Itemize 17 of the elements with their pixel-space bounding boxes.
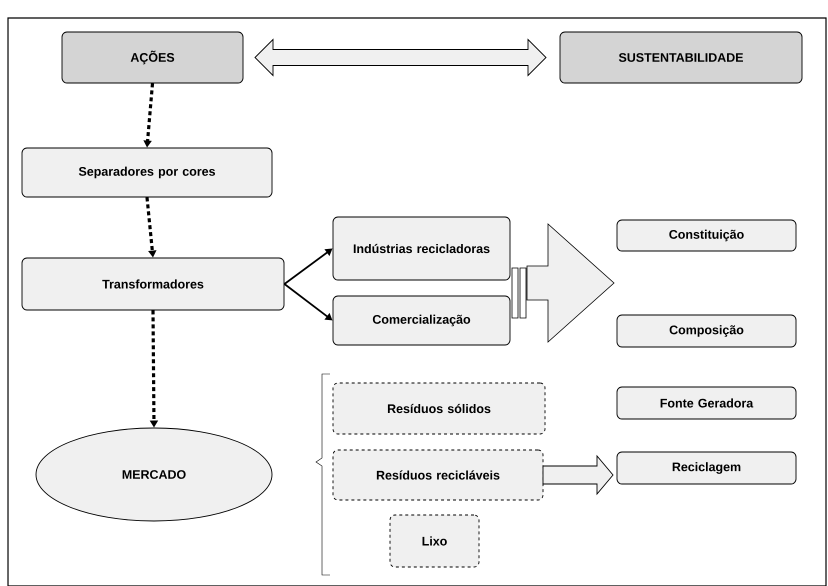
- dashed-box: Resíduos sólidos: [332, 382, 546, 434]
- header-box: AÇÕES: [62, 32, 244, 84]
- label-box: Constituição: [616, 220, 796, 252]
- dashed-box: Lixo: [390, 514, 480, 568]
- header-box: SUSTENTABILIDADE: [560, 32, 802, 84]
- arrow: [284, 283, 332, 320]
- dashed-box: Resíduos recicláveis: [332, 450, 544, 500]
- process-box: Comercialização: [332, 296, 510, 346]
- process-box: Transformadores: [22, 258, 284, 310]
- block-arrow: [526, 223, 615, 343]
- label-box: Fonte Geradora: [616, 386, 796, 420]
- block-arrow: [542, 454, 614, 496]
- process-box: Separadores por cores: [22, 148, 272, 198]
- process-box: Indústrias recicladoras: [332, 216, 510, 280]
- label-box: Composição: [616, 314, 796, 348]
- label-box: Reciclagem: [616, 452, 796, 484]
- arrow: [284, 248, 332, 285]
